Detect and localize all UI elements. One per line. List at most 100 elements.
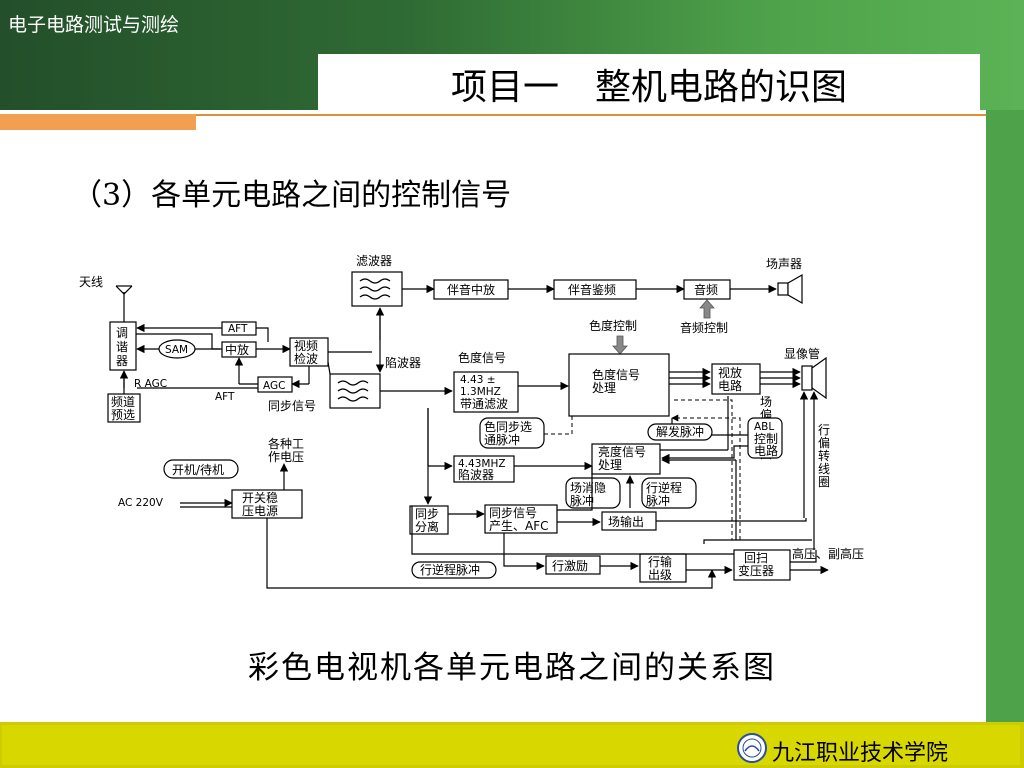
orange-accent-block	[0, 114, 196, 130]
video-amp-label-1: 视放	[718, 365, 742, 380]
band-preselect-box	[107, 393, 141, 423]
sync-gen-label-2: 产生、AFC	[489, 519, 549, 533]
antenna-label: 天线	[79, 275, 103, 289]
filter-wave-icon	[359, 278, 391, 300]
title-box: 项目一 整机电路的识图	[318, 54, 980, 110]
aft-bottom-label: AFT	[215, 391, 235, 403]
h-flyback-pulse-bubble	[411, 561, 497, 579]
h-flyback-label-2: 脉冲	[646, 493, 670, 508]
crt-icon	[801, 356, 827, 400]
volume-control-label: 音频控制	[680, 320, 728, 335]
v-output-label: 场输出	[608, 514, 644, 529]
volume-control-arrow-icon	[699, 299, 715, 319]
antenna-icon	[115, 285, 133, 322]
decode-pulse-label: 解发脉冲	[656, 424, 704, 439]
abl-label-1: ABL	[754, 421, 774, 433]
sync-sep-label-1: 同步	[415, 507, 439, 521]
video-amp-box	[711, 363, 761, 395]
vblank-label-1: 场消隐	[570, 481, 606, 495]
h-drive-label: 行激励	[552, 559, 588, 573]
sound-if-label: 伴音中放	[447, 282, 495, 297]
abl-box	[747, 417, 783, 459]
bandpass-filter-box	[453, 371, 519, 413]
bpf-label-3: 带通滤波	[460, 397, 508, 411]
college-logo-icon	[737, 733, 767, 763]
abl-label-3: 电路	[754, 443, 778, 458]
tuner-label-3: 器	[116, 354, 128, 368]
h-drive-box	[545, 555, 601, 575]
sync-signal-label: 同步信号	[268, 399, 316, 413]
ac-input-label: AC 220V	[118, 497, 164, 509]
fbt-label-1: 回扫	[744, 551, 768, 565]
tuner-box	[109, 321, 137, 371]
vblank-bubble	[565, 477, 621, 509]
slide-title: 项目一 整机电路的识图	[450, 67, 847, 108]
college-name: 九江职业技术学院	[772, 741, 949, 766]
switching-psu-label-1: 开关稳	[242, 490, 278, 505]
decode-pulse-bubble	[647, 423, 713, 441]
crt-label: 显像管	[784, 346, 820, 361]
h-output-label-2: 出级	[648, 568, 672, 582]
h-flyback-pulse-label: 行逆程脉冲	[420, 562, 480, 577]
speaker-icon	[777, 273, 803, 305]
band-preselect-label-1: 频道	[111, 395, 135, 409]
sync-separator-box	[409, 505, 449, 535]
orange-accent-line	[196, 114, 1024, 116]
hyoke-label-3: 转	[818, 448, 830, 463]
h-output-box	[639, 553, 687, 583]
section-subtitle: （3）各单元电路之间的控制信号	[72, 178, 512, 213]
power-supply-label-1: 各种工	[268, 436, 304, 451]
diagram-caption: 彩色电视机各单元电路之间的关系图	[248, 650, 776, 686]
hyoke-label-5: 圈	[818, 475, 830, 489]
chroma-proc-label-1: 色度信号	[592, 367, 640, 382]
sound-det-label: 伴音鉴频	[568, 282, 616, 297]
sam-label: SAM	[165, 344, 188, 356]
color-control-label: 色度控制	[589, 318, 637, 333]
video-detector-box	[289, 337, 329, 367]
fbt-label-2: 变压器	[738, 563, 774, 578]
power-supply-label-2: 作电压	[268, 450, 304, 464]
if-amp-label: 中放	[225, 342, 249, 357]
luma-processing-box	[591, 443, 661, 475]
trap-label: 陷波器	[385, 355, 421, 370]
filter-box	[351, 271, 403, 307]
luma-label-2: 处理	[598, 458, 622, 472]
vblank-label-2: 脉冲	[570, 493, 594, 508]
color-sync-label-2: 通脉冲	[484, 432, 520, 447]
footer-inner: 九江职业技术学院	[2, 725, 1020, 766]
band-preselect-label-2: 预选	[111, 408, 135, 422]
tuner-label-2: 谐	[116, 340, 128, 354]
color-sync-label-1: 色同步选	[484, 420, 532, 434]
color-sync-bubble	[479, 417, 545, 449]
r-agc-label: R AGC	[134, 378, 167, 390]
right-green-bar	[986, 110, 1024, 725]
bpf-label-1: 4.43 ±	[460, 374, 496, 386]
h-flyback-bubble	[641, 477, 697, 509]
chroma-signal-label: 色度信号	[458, 350, 506, 365]
video-amp-label-2: 电路	[718, 378, 742, 393]
trap-wave-icon	[337, 380, 369, 402]
sync-generator-box	[484, 504, 558, 534]
footer-band: 九江职业技术学院	[0, 722, 1024, 768]
h-flyback-label-1: 行逆程	[646, 480, 682, 495]
hyoke-label-4: 线	[818, 462, 830, 476]
sync-sep-label-2: 分离	[415, 519, 439, 534]
hyoke-label-1: 行	[818, 423, 830, 437]
flyback-transformer-box	[733, 549, 791, 581]
switching-psu-label-2: 压电源	[242, 504, 278, 518]
agc-label: AGC	[263, 380, 285, 392]
abl-label-2: 控制	[754, 432, 778, 446]
trap-443-label-1: 4.43MHZ	[458, 458, 506, 470]
trap-443-box	[453, 455, 515, 483]
trap-box	[329, 373, 381, 409]
color-control-arrow-icon	[612, 335, 628, 355]
switching-psu-box	[231, 489, 303, 519]
course-title: 电子电路测试与测绘	[8, 14, 180, 36]
tv-block-diagram: 天线 调 谐 器 SAM AFT 中放 视频 检波 AGC R AGC AFT …	[79, 254, 864, 589]
luma-label-1: 亮度信号	[598, 444, 646, 459]
hyoke-label-2: 偏	[818, 435, 830, 450]
chroma-processing-box	[568, 353, 670, 417]
h-output-label-1: 行输	[648, 554, 672, 569]
sync-gen-label-1: 同步信号	[489, 506, 537, 520]
bpf-label-2: 1.3MHZ	[460, 386, 501, 398]
